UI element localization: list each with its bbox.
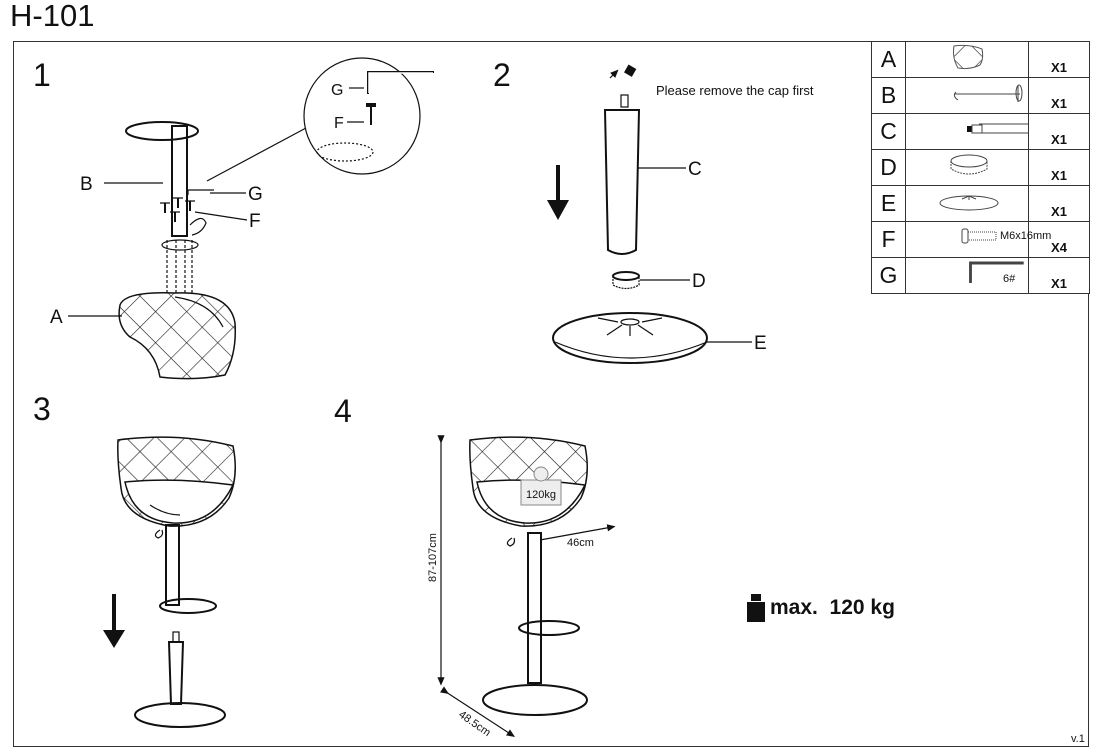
gas-lift-c: [603, 94, 641, 255]
label-b: B: [80, 174, 93, 195]
step1-detail-circle: G F: [206, 57, 434, 182]
label-f: F: [249, 211, 261, 232]
part-qty: X1: [1028, 41, 1090, 78]
part-key: G: [871, 257, 906, 294]
seat-width-label: 46cm: [567, 537, 594, 549]
seat-width-dimension: [539, 524, 616, 541]
parts-row: D X1: [871, 149, 1090, 186]
bolt-spec: M6x16mm: [1000, 230, 1052, 242]
step4-chair: 120kg: [469, 436, 588, 716]
ring-icon: [905, 149, 1029, 186]
part-key: D: [871, 149, 906, 186]
seat-icon: [905, 41, 1029, 78]
allen-key-icon: 6#: [905, 257, 1029, 294]
parts-row: G 6# X1: [871, 257, 1090, 294]
seat-load-label: 120kg: [526, 489, 556, 501]
bolt-icon: M6x16mm: [905, 221, 1051, 258]
detail-label-g: G: [331, 82, 343, 99]
part-qty: X1: [1028, 257, 1090, 294]
part-qty: X4: [1028, 221, 1090, 258]
instruction-frame: [13, 41, 1089, 747]
base-icon: [905, 185, 1029, 222]
leader-f: [194, 211, 248, 221]
height-label: 87-107cm: [427, 533, 439, 582]
step1-frame-b: [125, 121, 207, 251]
step-number-1: 1: [33, 57, 51, 93]
step3-down-arrow-icon: [103, 594, 125, 648]
label-a: A: [50, 307, 63, 328]
parts-row: C X1: [871, 113, 1090, 150]
step3-seat: [117, 436, 236, 614]
version-label: v.1: [1071, 733, 1085, 745]
parts-row: F M6x16mm X4: [871, 221, 1090, 258]
part-key: E: [871, 185, 906, 222]
label-d: D: [692, 271, 706, 292]
cap-note: Please remove the cap first: [656, 83, 814, 98]
label-c: C: [688, 159, 702, 180]
max-load-note: max. 120 kg: [746, 594, 895, 622]
max-load-text: max. 120 kg: [770, 596, 895, 619]
remove-arrow-icon: [609, 69, 619, 79]
part-qty: X1: [1028, 149, 1090, 186]
detail-label-f: F: [334, 115, 344, 132]
part-key: C: [871, 113, 906, 150]
part-key: A: [871, 41, 906, 78]
allen-key-size: 6#: [1003, 273, 1016, 285]
parts-row: B X1: [871, 77, 1090, 114]
frame-footrest-icon: [905, 77, 1029, 114]
base-e: [552, 312, 708, 364]
ring-d: [612, 271, 640, 290]
parts-list-table: A X1 B X1 C X1 D X1 E X1 F M6x16mm X4 G …: [871, 41, 1090, 294]
weight-icon: [747, 594, 765, 622]
parts-row: E X1: [871, 185, 1090, 222]
part-qty: X1: [1028, 77, 1090, 114]
base-depth-label: 48.5cm: [456, 709, 492, 740]
step-number-4: 4: [334, 393, 352, 429]
label-e: E: [754, 333, 767, 354]
part-qty: X1: [1028, 113, 1090, 150]
down-arrow-icon: [547, 165, 569, 220]
step-number-2: 2: [493, 57, 511, 93]
step1-seat-a: [118, 292, 237, 380]
step1-bolts: [160, 189, 214, 295]
parts-row: A X1: [871, 41, 1090, 78]
gas-lift-icon: [905, 113, 1044, 150]
part-key: B: [871, 77, 906, 114]
step3-base-assembly: [134, 631, 226, 728]
document-title: H-101: [10, 0, 95, 33]
base-depth-dimension: [440, 686, 516, 737]
part-qty: X1: [1028, 185, 1090, 222]
step-number-3: 3: [33, 391, 51, 427]
cap-icon: [624, 64, 637, 77]
label-g: G: [248, 184, 263, 205]
part-key: F: [871, 221, 906, 258]
